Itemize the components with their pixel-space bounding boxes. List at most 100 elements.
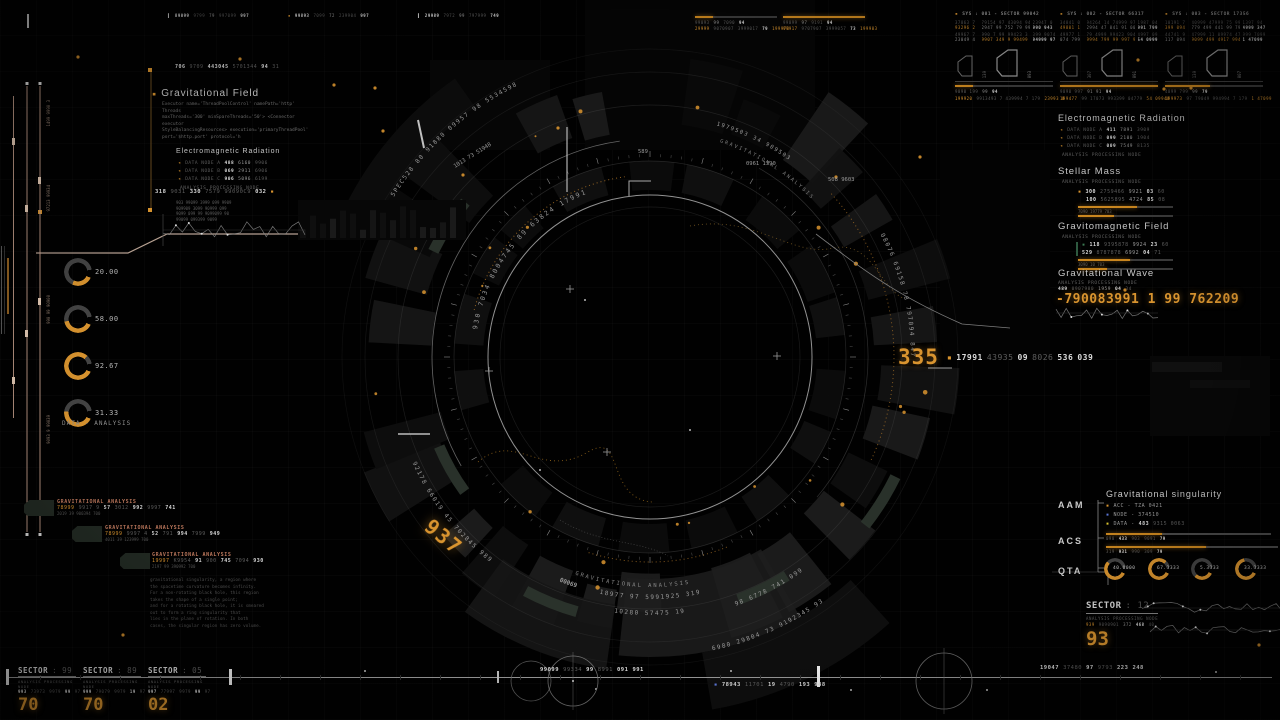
label-qta: QTA — [1058, 566, 1083, 576]
gravitomagnetic-title: Gravitomagnetic Field — [1058, 221, 1170, 232]
chip-icon — [957, 55, 973, 77]
markers-connectors — [1, 14, 1280, 714]
sector-title: SECTOR: 05 — [148, 666, 206, 677]
gauge-value: 92.67 — [95, 362, 119, 370]
gauge-ring — [64, 399, 92, 427]
mini-bar — [1106, 533, 1271, 535]
mini-bar — [1078, 259, 1173, 261]
singularity-gauge-3: 5.3333 — [1191, 558, 1237, 584]
icon-label: 139 — [1192, 70, 1197, 78]
bullet-icon: ▪ — [152, 89, 157, 98]
gauge-ring — [64, 258, 92, 286]
processing-note: ANALYSIS PROCESSING NODE — [1062, 235, 1142, 240]
ring-text-bottom2: 10280 57475 19 — [614, 608, 686, 617]
rail-vlabel: 97213 99934 — [46, 185, 51, 212]
grid-cell: 47999 11 09974 471 19099 499 4917 994 7 — [1191, 32, 1240, 42]
chip-icon — [1101, 49, 1123, 77]
chip-icon — [1167, 55, 1183, 77]
chip-icon — [1206, 49, 1228, 77]
label-acs: ACS — [1058, 536, 1084, 546]
progress-bar — [783, 16, 865, 18]
analysis-title: GRAVITATIONAL ANALYSIS — [152, 552, 232, 558]
divider — [1165, 81, 1263, 82]
gauge-ring — [1191, 558, 1213, 580]
chip-icon — [996, 49, 1018, 77]
rail-gauge-3: 92.67 — [64, 352, 124, 382]
panel-body-text: Executor name='ThreadPoolControl' namePa… — [162, 102, 309, 140]
analysis-sub: 2197 99 390992 700 — [152, 564, 196, 569]
sys-progress-bar — [1060, 85, 1158, 87]
rail-gauge-1: 20.00 — [64, 258, 124, 288]
ring-num-2: 0961 1390 — [746, 161, 776, 167]
analysis-blob — [72, 526, 102, 542]
stellar-bars: 7090 19779 703 — [1078, 206, 1173, 217]
label-aam: AAM — [1058, 500, 1085, 510]
icon-label: 139 — [982, 70, 987, 78]
mini-bar-caption: 3090 10 703 — [1078, 262, 1105, 267]
icon-label: 093 — [1027, 70, 1032, 78]
gauge-ring — [64, 352, 92, 380]
processing-note: ANALYSIS PROCESSING NODE — [83, 679, 138, 689]
gauge-ring — [64, 305, 92, 333]
stellar-mass-title: Stellar Mass — [1058, 166, 1122, 177]
gauge-value: 20.00 — [95, 268, 119, 276]
panel-title-row: ▪ Gravitational Field — [152, 88, 259, 99]
grav-wave-title: Gravitational Wave — [1058, 268, 1155, 279]
description-paragraph: gravitational singularity, a region wher… — [150, 578, 264, 629]
sector-title: SECTOR: 89 — [83, 666, 141, 677]
gauge-value: 40.0000 — [1113, 566, 1136, 571]
sys-progress-bar — [1165, 85, 1263, 87]
sector-big-value: 02 — [148, 695, 169, 715]
analysis-sub: 4011 39 123999 700 — [105, 537, 149, 542]
progress-bar — [695, 16, 777, 18]
rail-vlabel: 990 99 90900 — [46, 295, 51, 324]
gauge-ring — [1235, 558, 1257, 580]
singularity-item: ▪ACC - TZA 0421 — [1106, 503, 1163, 509]
processing-note: ANALYSIS PROCESSING NODE — [148, 679, 203, 689]
gauge-value: 31.33 — [95, 409, 119, 417]
singularity-gauge-1: 40.0000 — [1104, 558, 1150, 584]
sys-progress-bar — [955, 85, 1053, 87]
